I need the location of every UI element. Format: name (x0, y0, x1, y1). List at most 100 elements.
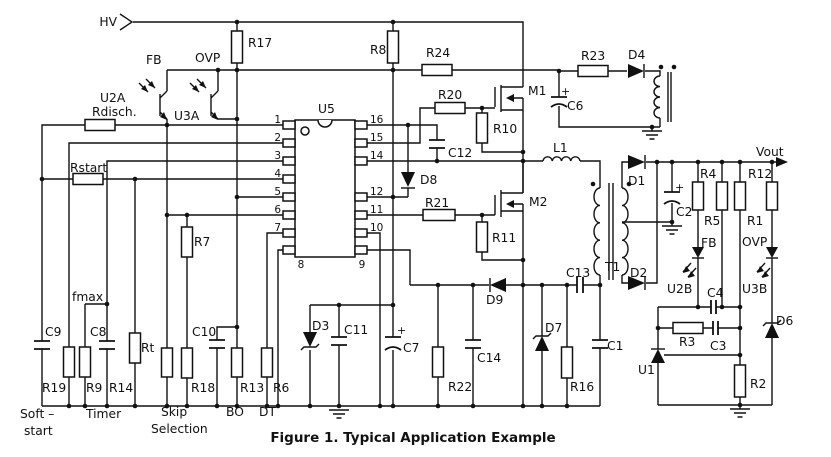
mosfet-m1-arrow (506, 94, 514, 102)
arrowheads (141, 81, 788, 278)
resistor-R2 (733, 364, 747, 398)
label-rt: Rt (141, 341, 155, 355)
resistor-Rstart (72, 172, 104, 186)
label-r7: R7 (194, 235, 210, 249)
label-u1: U1 (638, 363, 655, 377)
label-c6: C6 (567, 99, 584, 113)
label-c11: C11 (344, 323, 368, 337)
capacitor-C10 (209, 339, 225, 349)
label-d4: D4 (628, 48, 645, 62)
label-c2: C2 (676, 205, 692, 219)
label-r12: R12 (748, 167, 772, 181)
label-u5: U5 (318, 102, 335, 116)
diode-D1 (628, 155, 646, 169)
capacitor-C4 (710, 300, 717, 314)
ic-u5 (282, 119, 368, 258)
label-r3: R3 (679, 335, 695, 349)
label-c6-plus: + (561, 85, 570, 98)
label-fmax: fmax (72, 290, 103, 304)
capacitor-C3 (712, 321, 719, 335)
u2b-light-arrow (688, 271, 695, 278)
pin-number: 16 (370, 114, 384, 126)
resistor-R1 (765, 181, 779, 211)
capacitor-C8 (99, 340, 115, 350)
capacitors (34, 96, 719, 351)
led-U3B (766, 247, 778, 259)
label-c8: C8 (90, 325, 106, 339)
resistor-R13 (230, 347, 244, 378)
pin-number: 4 (274, 168, 281, 180)
resistor-R8 (386, 30, 400, 64)
transformer-t1 (593, 187, 629, 276)
label-c4: C4 (707, 286, 724, 300)
label-c2-plus: + (675, 181, 684, 194)
label-r1: R1 (747, 214, 763, 228)
pin-number: 12 (370, 186, 383, 198)
capacitor-C13 (576, 277, 584, 293)
label-r18: R18 (191, 381, 215, 395)
label-r5: R5 (704, 214, 720, 228)
pin-number: 2 (274, 132, 281, 144)
t1-phase-dot (626, 181, 632, 187)
label-d8: D8 (420, 173, 437, 187)
u2a-emitter-arrow (160, 112, 167, 120)
capacitor-C14 (465, 339, 481, 349)
zener-D3 (300, 332, 320, 351)
label-hv: HV (99, 15, 117, 29)
pin-number: 14 (370, 150, 384, 162)
u3b-light-arrow (762, 271, 769, 278)
t1-phase-dot (590, 181, 596, 187)
pin-number: 10 (370, 222, 383, 234)
label-r19: R19 (42, 381, 66, 395)
pin-number: 7 (274, 222, 281, 234)
label-t1: T1 (604, 260, 620, 274)
resistor-R11 (475, 221, 489, 253)
label-c1: C1 (607, 339, 623, 353)
resistor-R17 (230, 30, 244, 64)
label-c3: C3 (710, 339, 726, 353)
label-ovp-primary: OVP (195, 51, 220, 65)
diode-D8 (401, 172, 415, 189)
resistor-Rt (128, 332, 142, 364)
resistor-R18 (180, 347, 194, 379)
pin-number: 9 (359, 259, 366, 271)
vout-arrow-icon (776, 157, 788, 167)
resistor-skip (160, 347, 174, 378)
resistor-R3 (672, 321, 704, 335)
label-r13: R13 (240, 381, 264, 395)
pin-number: 1 (274, 114, 281, 126)
label-u3a: U3A (174, 109, 200, 123)
aux-phase-dot (658, 64, 664, 70)
label-r6: R6 (273, 381, 290, 395)
label-rdisch: Rdisch. (92, 105, 137, 119)
label-skip-1: Skip (161, 405, 187, 419)
label-r14: R14 (109, 381, 133, 395)
label-soft-start-2: start (24, 424, 53, 438)
label-r2: R2 (750, 377, 766, 391)
capacitor-C2 (663, 191, 681, 205)
pin-number: 11 (370, 204, 383, 216)
aux-winding (653, 75, 661, 119)
ground-icon (730, 408, 750, 418)
zener-D6 (762, 319, 782, 338)
resistor-R20 (434, 101, 466, 115)
label-vout: Vout (756, 145, 784, 159)
label-d2: D2 (630, 266, 647, 280)
label-skip-2: Selection (151, 422, 208, 436)
label-c12: C12 (448, 146, 472, 160)
label-r24: R24 (426, 46, 450, 60)
pin-number: 15 (370, 132, 383, 144)
ground-icon (642, 130, 662, 140)
diode-D4 (628, 64, 645, 78)
label-r8: R8 (370, 43, 386, 57)
label-bo: BO (226, 405, 244, 419)
label-ovp-secondary: OVP (742, 235, 767, 249)
figure-caption: Figure 1. Typical Application Example (270, 430, 555, 446)
label-rstart: Rstart (70, 161, 107, 175)
label-r22: R22 (448, 380, 472, 394)
pin-number: 6 (274, 204, 281, 216)
resistor-R7 (180, 226, 194, 258)
label-d7: D7 (545, 321, 562, 335)
resistor-R19 (62, 346, 76, 378)
ic-pin-numbers: 1 2 3 4 5 6 7 8 16 15 14 12 11 10 9 (274, 114, 383, 271)
